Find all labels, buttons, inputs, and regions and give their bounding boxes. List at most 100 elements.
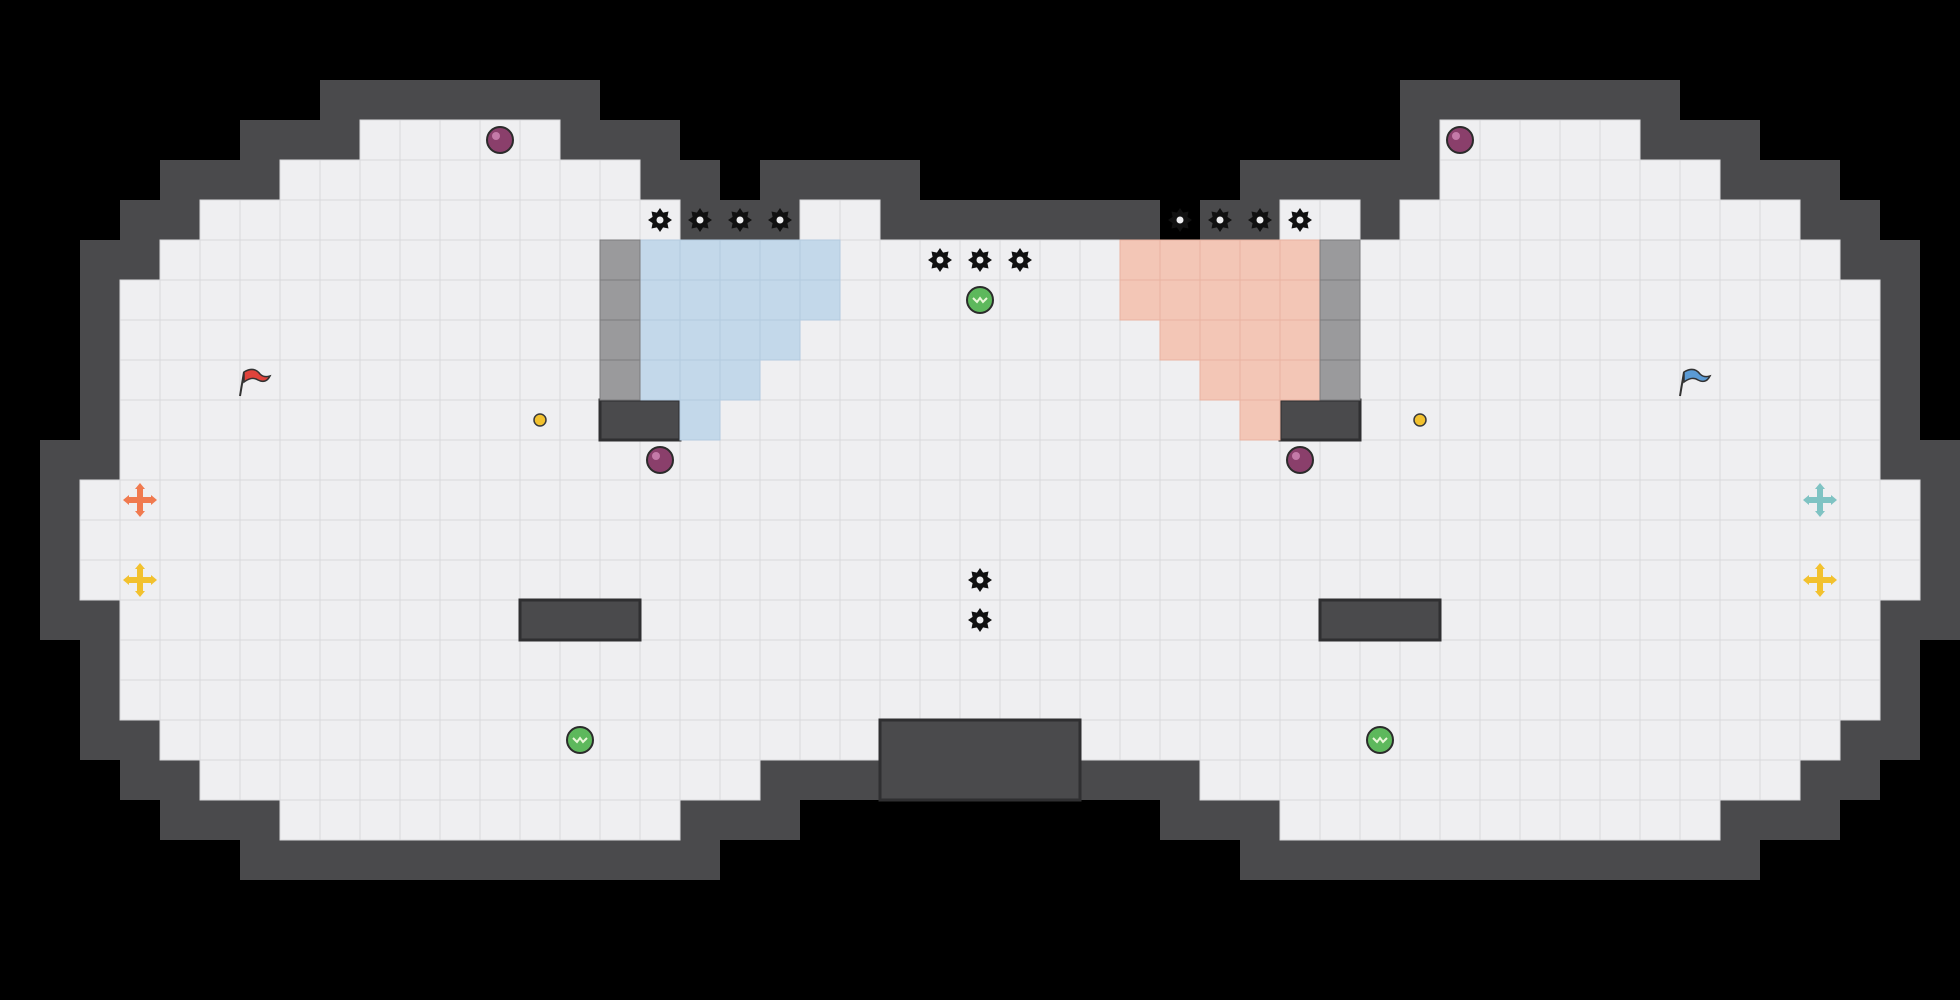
floor-tile xyxy=(839,199,881,241)
floor-tile xyxy=(439,679,481,721)
floor-tile xyxy=(359,679,401,721)
grate-tile xyxy=(1319,239,1361,281)
floor-tile xyxy=(479,399,521,441)
floor-tile xyxy=(479,159,521,201)
floor-tile xyxy=(319,359,361,401)
floor-tile xyxy=(1359,479,1401,521)
floor-tile xyxy=(199,519,241,561)
floor-tile xyxy=(719,719,761,761)
floor-tile xyxy=(1359,399,1401,441)
floor-tile xyxy=(159,679,201,721)
wall-tile xyxy=(1640,840,1680,880)
floor-tile xyxy=(959,399,1001,441)
floor-tile xyxy=(879,319,921,361)
floor-tile xyxy=(1039,399,1081,441)
wall-tile xyxy=(1400,80,1440,120)
wall-tile xyxy=(1920,600,1960,640)
floor-tile xyxy=(199,639,241,681)
floor-tile xyxy=(719,559,761,601)
floor-tile xyxy=(1319,639,1361,681)
floor-tile xyxy=(199,479,241,521)
floor-tile xyxy=(999,439,1041,481)
floor-tile xyxy=(839,519,881,561)
floor-tile xyxy=(1239,559,1281,601)
floor-tile xyxy=(1839,279,1881,321)
wall-tile xyxy=(80,320,120,360)
floor-tile xyxy=(559,679,601,721)
floor-tile xyxy=(359,239,401,281)
wall-block xyxy=(518,598,642,642)
floor-tile xyxy=(159,399,201,441)
wall-tile xyxy=(560,120,600,160)
floor-tile xyxy=(319,239,361,281)
bomb-body xyxy=(1446,126,1474,154)
blue-zone-tile xyxy=(639,239,681,281)
wall-tile xyxy=(640,840,680,880)
spike-center xyxy=(1256,216,1264,224)
floor-tile xyxy=(1839,439,1881,481)
blue-zone-tile xyxy=(799,279,841,321)
floor-tile xyxy=(1439,679,1481,721)
grate-tile xyxy=(599,279,641,321)
floor-tile xyxy=(1119,599,1161,641)
wall-tile xyxy=(1920,480,1960,520)
floor-tile xyxy=(119,519,161,561)
floor-tile xyxy=(559,519,601,561)
floor-tile xyxy=(759,479,801,521)
floor-tile xyxy=(1599,239,1641,281)
floor-tile xyxy=(199,359,241,401)
floor-tile xyxy=(1479,159,1521,201)
floor-tile xyxy=(999,559,1041,601)
floor-tile xyxy=(1759,439,1801,481)
floor-tile xyxy=(1839,559,1881,601)
spike-center xyxy=(1016,256,1024,264)
floor-tile xyxy=(919,479,961,521)
floor-tile xyxy=(759,439,801,481)
floor-tile xyxy=(799,639,841,681)
wall-tile xyxy=(1560,80,1600,120)
floor-tile xyxy=(279,239,321,281)
wall-tile xyxy=(1440,840,1480,880)
floor-tile xyxy=(279,279,321,321)
floor-tile xyxy=(1199,519,1241,561)
floor-tile xyxy=(1199,439,1241,481)
floor-tile xyxy=(199,599,241,641)
floor-tile xyxy=(1679,159,1721,201)
floor-tile xyxy=(799,719,841,761)
floor-tile xyxy=(1799,519,1841,561)
floor-tile xyxy=(999,359,1041,401)
wall-tile xyxy=(40,600,80,640)
floor-tile xyxy=(1079,519,1121,561)
wall-tile xyxy=(1880,240,1920,280)
floor-tile xyxy=(799,399,841,441)
floor-tile xyxy=(359,719,401,761)
wall-tile xyxy=(160,800,200,840)
wall-block xyxy=(878,718,1082,802)
floor-tile xyxy=(519,159,561,201)
speed-boost-icon xyxy=(966,286,994,314)
floor-tile xyxy=(559,639,601,681)
floor-tile xyxy=(1039,599,1081,641)
floor-tile xyxy=(559,159,601,201)
floor-tile xyxy=(1399,519,1441,561)
wall-tile xyxy=(1880,640,1920,680)
wall-tile xyxy=(1720,840,1760,880)
wall-tile xyxy=(40,480,80,520)
floor-tile xyxy=(1399,479,1441,521)
floor-tile xyxy=(1079,439,1121,481)
floor-tile xyxy=(1639,599,1681,641)
floor-tile xyxy=(919,359,961,401)
floor-tile xyxy=(1639,639,1681,681)
floor-tile xyxy=(719,599,761,641)
floor-tile xyxy=(239,279,281,321)
floor-tile xyxy=(959,639,1001,681)
wall-tile xyxy=(280,840,320,880)
floor-tile xyxy=(1519,239,1561,281)
floor-tile xyxy=(1839,679,1881,721)
floor-tile xyxy=(959,519,1001,561)
wall-tile xyxy=(1760,800,1800,840)
spawn-bar-v xyxy=(137,568,143,592)
wall-tile xyxy=(80,280,120,320)
floor-tile xyxy=(679,439,721,481)
